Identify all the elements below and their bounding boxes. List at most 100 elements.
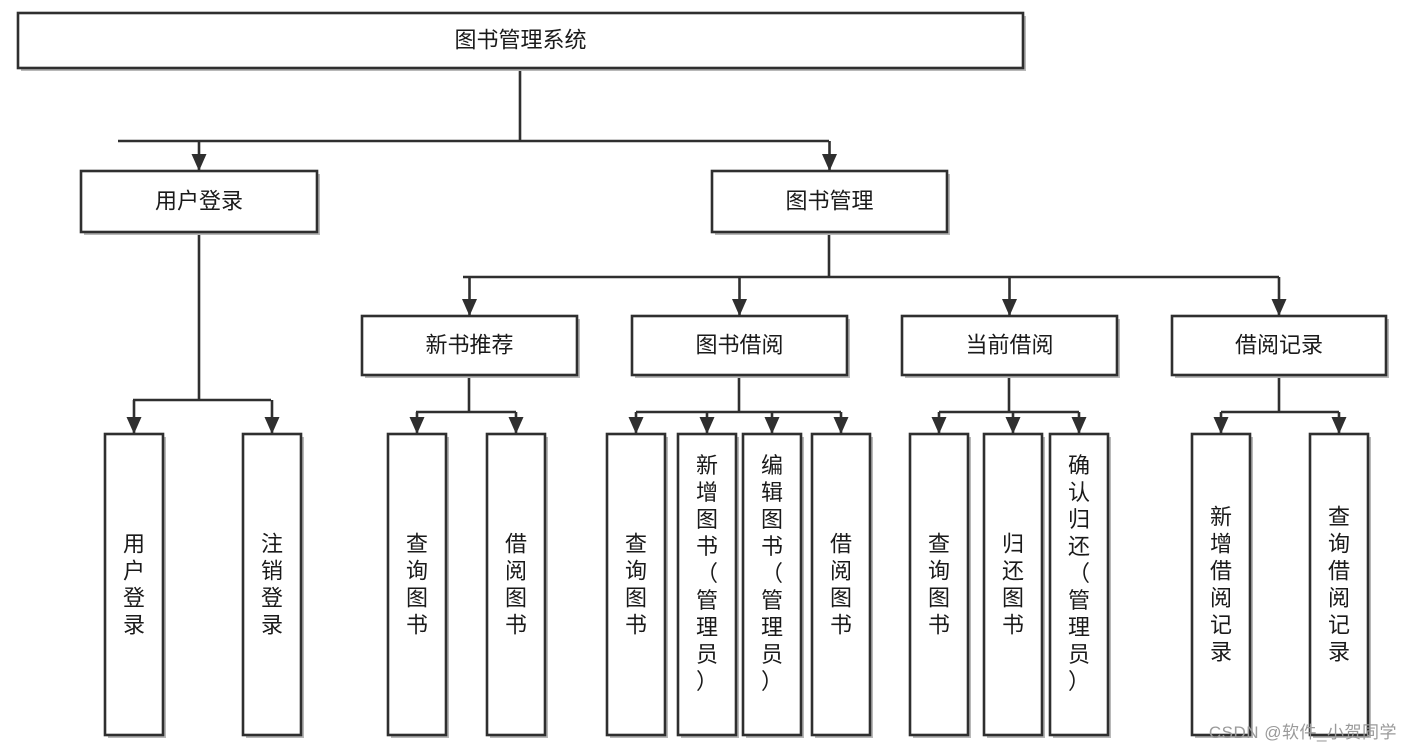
- node-box: [982, 432, 1044, 737]
- connector-bus-book-borrow: [636, 375, 841, 414]
- arrow-head-icon: [462, 299, 477, 316]
- node-leaf-add-book[interactable]: 新增图书（管理员）: [676, 432, 739, 738]
- node-box: [1190, 432, 1252, 737]
- arrow-head-icon: [1331, 417, 1347, 434]
- arrow-head-icon: [1002, 299, 1017, 316]
- edge-new-book-rec-to-leaf-query-book-1: [409, 412, 425, 434]
- node-label: 当前借阅: [965, 332, 1053, 357]
- node-label: 图书管理: [785, 188, 873, 213]
- node-box: [1170, 314, 1388, 377]
- node-label: 借阅图书: [830, 532, 852, 638]
- node-label: 借阅记录: [1235, 332, 1323, 357]
- node-label: 归还图书: [1002, 532, 1024, 638]
- node-book-manage[interactable]: 图书管理: [710, 169, 950, 235]
- edge-book-borrow-to-leaf-edit-book: [764, 412, 780, 434]
- node-leaf-query-record[interactable]: 查询借阅记录: [1308, 432, 1371, 738]
- node-box: [676, 432, 738, 737]
- node-box: [810, 432, 872, 737]
- node-leaf-query-book-3[interactable]: 查询图书: [908, 432, 971, 738]
- node-label: 图书借阅: [695, 332, 783, 357]
- arrow-head-icon: [833, 417, 849, 434]
- node-box: [485, 432, 547, 737]
- arrow-head-icon: [931, 417, 947, 434]
- node-label: 图书管理系统: [454, 27, 586, 52]
- node-label: 新增图书（管理员）: [696, 453, 718, 694]
- node-label: 注销登录: [261, 532, 283, 638]
- edge-root-to-book-manage: [822, 141, 837, 171]
- arrow-head-icon: [699, 417, 715, 434]
- edge-user-login-to-leaf-user-logout: [264, 400, 280, 434]
- edge-borrow-record-to-leaf-add-record: [1213, 412, 1229, 434]
- edge-book-manage-to-current-borrow: [1002, 277, 1017, 316]
- arrow-head-icon: [764, 417, 780, 434]
- connector-bus-new-book-rec: [416, 375, 516, 414]
- node-leaf-edit-book[interactable]: 编辑图书（管理员）: [741, 432, 804, 738]
- node-box: [710, 169, 949, 234]
- node-label: 确认归还（管理员）: [1068, 453, 1090, 694]
- node-book-borrow[interactable]: 图书借阅: [630, 314, 850, 378]
- edge-user-login-to-leaf-user-login: [126, 400, 142, 434]
- node-root[interactable]: 图书管理系统: [16, 11, 1026, 71]
- node-leaf-confirm-return[interactable]: 确认归还（管理员）: [1048, 432, 1111, 738]
- node-label: 新书推荐: [425, 332, 513, 357]
- arrow-head-icon: [1071, 417, 1087, 434]
- edge-root-to-user-login: [191, 141, 207, 171]
- node-label: 查询图书: [928, 532, 950, 638]
- node-box: [103, 432, 165, 737]
- node-label: 查询借阅记录: [1328, 505, 1350, 665]
- node-user-login[interactable]: 用户登录: [79, 169, 320, 235]
- node-label: 用户登录: [155, 188, 243, 213]
- node-box: [79, 169, 319, 234]
- node-borrow-record[interactable]: 借阅记录: [1170, 314, 1389, 378]
- node-label: 用户登录: [123, 532, 145, 638]
- node-leaf-add-record[interactable]: 新增借阅记录: [1190, 432, 1253, 738]
- node-box: [386, 432, 448, 737]
- node-leaf-query-book-2[interactable]: 查询图书: [605, 432, 668, 738]
- node-leaf-query-book-1[interactable]: 查询图书: [386, 432, 449, 738]
- node-box: [605, 432, 667, 737]
- arrow-head-icon: [822, 154, 837, 171]
- edge-book-borrow-to-leaf-add-book: [699, 412, 715, 434]
- node-box: [241, 432, 303, 737]
- node-label: 借阅图书: [505, 532, 527, 638]
- node-box: [360, 314, 579, 377]
- connector-bus-root: [118, 68, 829, 143]
- connector-bus-book-manage: [463, 232, 1279, 279]
- node-leaf-user-logout[interactable]: 注销登录: [241, 432, 304, 738]
- edge-current-borrow-to-leaf-return-book: [1005, 412, 1021, 434]
- edge-current-borrow-to-leaf-confirm-return: [1071, 412, 1087, 434]
- edge-borrow-record-to-leaf-query-record: [1331, 412, 1347, 434]
- node-box: [630, 314, 849, 377]
- arrow-head-icon: [508, 417, 524, 434]
- nodes-layer: 图书管理系统用户登录图书管理新书推荐图书借阅当前借阅借阅记录用户登录注销登录查询…: [16, 11, 1389, 738]
- csdn-watermark: CSDN @软件_小贺同学: [1208, 723, 1397, 742]
- arrow-head-icon: [628, 417, 644, 434]
- edge-book-borrow-to-leaf-query-book-2: [628, 412, 644, 434]
- node-leaf-borrow-book-2[interactable]: 借阅图书: [810, 432, 873, 738]
- arrow-head-icon: [1213, 417, 1229, 434]
- node-leaf-user-login[interactable]: 用户登录: [103, 432, 166, 738]
- node-new-book-rec[interactable]: 新书推荐: [360, 314, 580, 378]
- node-label: 编辑图书（管理员）: [761, 453, 783, 694]
- node-label: 查询图书: [625, 532, 647, 638]
- edge-new-book-rec-to-leaf-borrow-book-1: [508, 412, 524, 434]
- node-current-borrow[interactable]: 当前借阅: [900, 314, 1120, 378]
- arrow-head-icon: [1271, 299, 1287, 316]
- node-label: 新增借阅记录: [1210, 505, 1232, 665]
- edge-book-manage-to-new-book-rec: [462, 277, 477, 316]
- arrow-head-icon: [264, 417, 280, 434]
- node-box: [1308, 432, 1370, 737]
- node-leaf-return-book[interactable]: 归还图书: [982, 432, 1045, 738]
- edge-book-borrow-to-leaf-borrow-book-2: [833, 412, 849, 434]
- edge-book-manage-to-book-borrow: [732, 277, 747, 316]
- node-leaf-borrow-book-1[interactable]: 借阅图书: [485, 432, 548, 738]
- arrow-head-icon: [191, 154, 207, 171]
- edge-book-manage-to-borrow-record: [1271, 277, 1287, 316]
- arrow-head-icon: [732, 299, 747, 316]
- connector-bus-borrow-record: [1221, 375, 1339, 414]
- arrow-head-icon: [409, 417, 425, 434]
- node-box: [16, 11, 1025, 70]
- connector-bus-user-login: [133, 232, 271, 402]
